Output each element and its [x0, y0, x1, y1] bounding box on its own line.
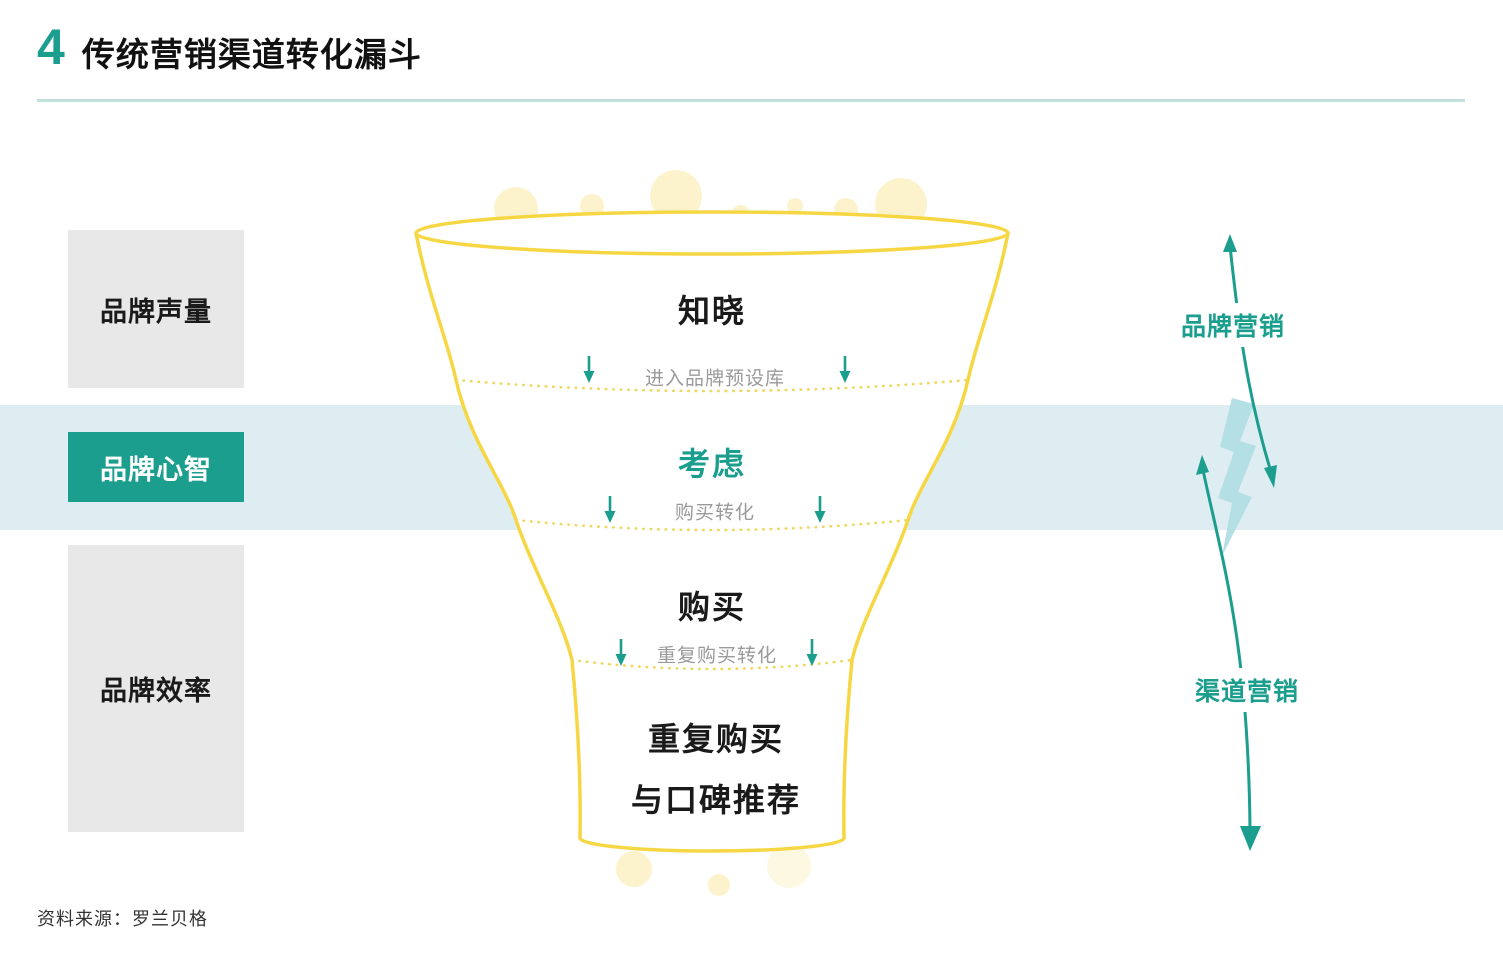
funnel-dotted-separators: [454, 378, 970, 671]
source-note: 资料来源：罗兰贝格: [37, 909, 208, 929]
figure-header: 4 传统营销渠道转化漏斗: [37, 22, 422, 76]
transition-purchase-conversion: 购买转化: [674, 502, 756, 524]
left-label-text: 品牌效率: [100, 676, 212, 706]
header-divider: [37, 99, 1465, 102]
lightning-bolt-icon: [1218, 398, 1256, 556]
channel-marketing-label: 渠道营销: [1188, 668, 1306, 712]
brand-marketing-label: 品牌营销: [1174, 303, 1292, 347]
transition-enter-brand-set: 进入品牌预设库: [644, 368, 786, 390]
stage-repeat-purchase-line1: 重复购买: [647, 721, 785, 757]
figure-number: 4: [37, 19, 65, 75]
left-label-brand-mind: 品牌心智: [68, 432, 244, 502]
left-label-brand-efficiency: 品牌效率: [68, 545, 244, 832]
left-label-text: 品牌心智: [100, 454, 212, 485]
stage-consideration: 考虑: [677, 446, 747, 482]
stage-repeat-purchase-line2: 与口碑推荐: [630, 782, 802, 818]
left-label-brand-voice: 品牌声量: [68, 230, 244, 388]
transition-repeat-purchase-conversion: 重复购买转化: [656, 645, 778, 667]
brand-marketing-arrow-icon: [1223, 234, 1277, 488]
channel-marketing-arrow-icon: [1196, 455, 1261, 851]
funnel-top-rim: [414, 210, 1010, 256]
left-label-text: 品牌声量: [100, 296, 212, 327]
stage-awareness: 知晓: [677, 293, 747, 329]
page-title: 传统营销渠道转化漏斗: [81, 36, 422, 73]
bubbles-bottom-icon: [616, 844, 811, 896]
transition-down-arrow-icons: [583, 356, 851, 666]
stage-purchase: 购买: [677, 589, 747, 625]
